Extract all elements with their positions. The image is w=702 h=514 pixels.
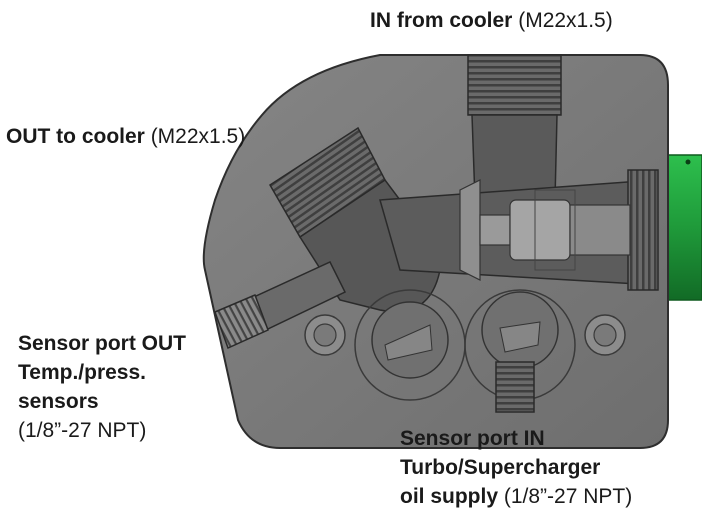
sensor-in-line1: Sensor port IN xyxy=(400,427,545,450)
sensor-out-line2: Temp./press. xyxy=(18,361,146,384)
label-sensor-port-out: Sensor port OUT Temp./press. sensors (1/… xyxy=(18,329,186,445)
sensor-out-fitting xyxy=(214,261,347,350)
label-in-from-cooler: IN from cooler (M22x1.5) xyxy=(370,8,613,34)
label-sensor-port-in: Sensor port IN Turbo/Supercharger oil su… xyxy=(400,424,632,511)
valve-assembly xyxy=(459,179,631,281)
sensor-in-threads xyxy=(495,361,535,413)
in-port-threads xyxy=(467,54,562,209)
in-from-cooler-title: IN from cooler xyxy=(370,9,513,32)
sensor-out-line3: sensors xyxy=(18,390,99,413)
sensor-out-line1: Sensor port OUT xyxy=(18,332,187,355)
out-to-cooler-title: OUT to cooler xyxy=(6,125,145,148)
in-from-cooler-spec: (M22x1.5) xyxy=(518,9,613,32)
label-out-to-cooler: OUT to cooler (M22x1.5) xyxy=(6,124,245,150)
out-to-cooler-spec: (M22x1.5) xyxy=(150,125,246,148)
sensor-out-spec: (1/8”-27 NPT) xyxy=(18,419,147,442)
sensor-in-line2: Turbo/Supercharger xyxy=(400,456,601,479)
bore-holes xyxy=(304,289,626,401)
right-port-threads xyxy=(627,169,659,291)
sensor-in-spec: (1/8”-27 NPT) xyxy=(503,485,633,508)
sensor-in-line3: oil supply xyxy=(400,485,499,508)
